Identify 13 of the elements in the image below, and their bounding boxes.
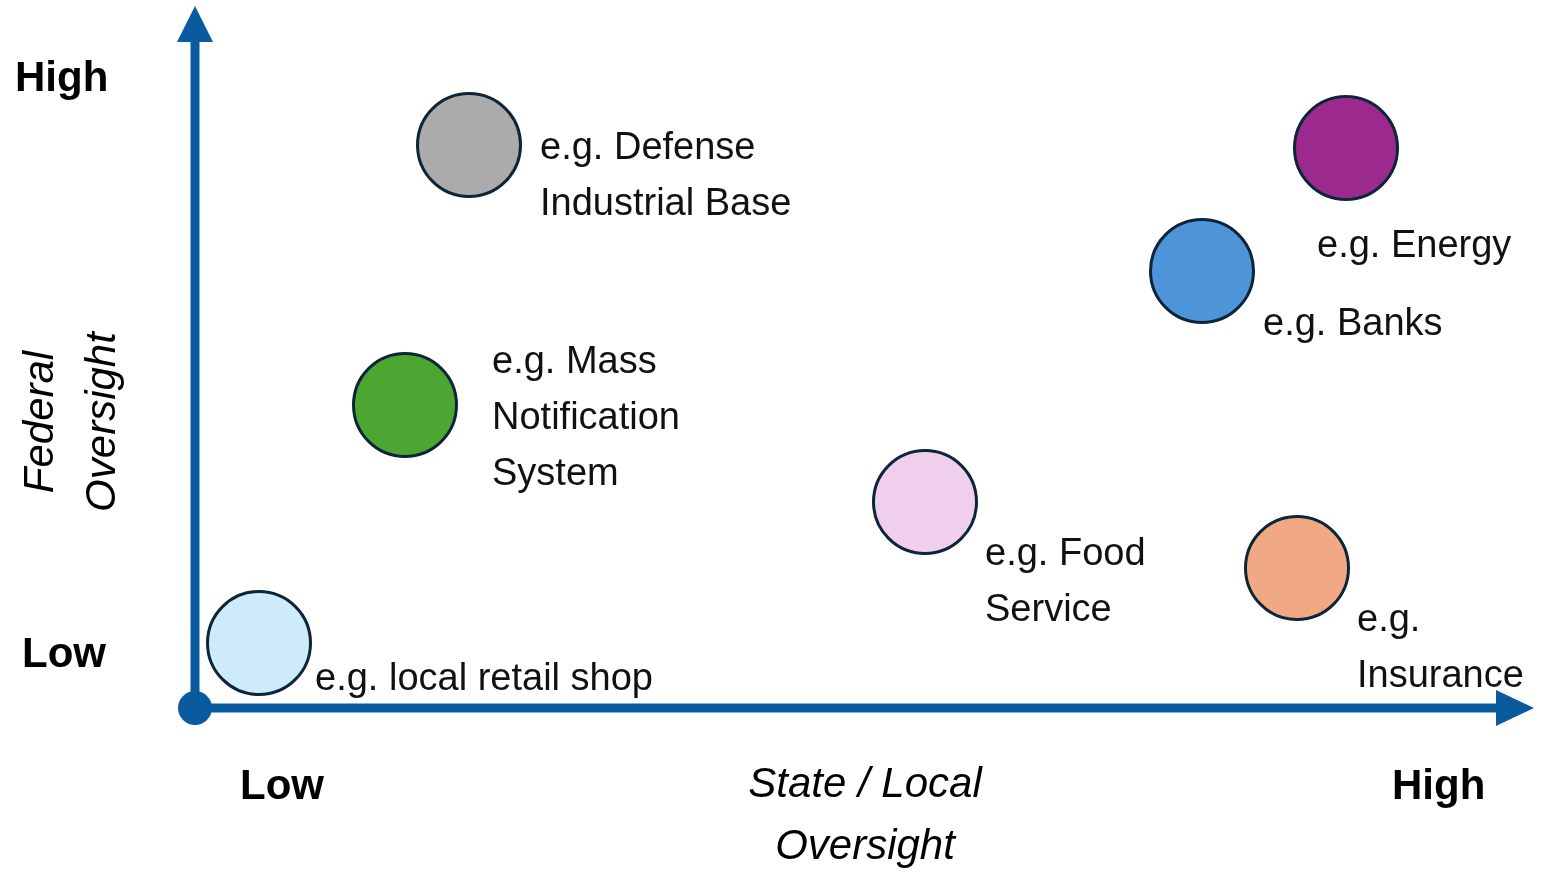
axis-title: Federal Oversight (14, 329, 125, 514)
example-label: e.g. Energy (1317, 222, 1513, 267)
example-label: e.g. Defense Industrial Base (540, 124, 793, 225)
axis-level-label: High (1392, 760, 1487, 810)
example-label: e.g. Mass Notification System (492, 338, 681, 495)
axis-level-label: High (15, 52, 110, 102)
example-label: e.g. Insurance (1357, 596, 1525, 697)
example-label: e.g. Food Service (985, 530, 1147, 631)
axis-title: State / Local Oversight (747, 758, 984, 870)
axis-level-label: Low (240, 760, 325, 810)
example-label: e.g. Banks (1263, 300, 1444, 345)
example-label: e.g. local retail shop (315, 655, 654, 700)
axis-level-label: Low (22, 628, 107, 678)
